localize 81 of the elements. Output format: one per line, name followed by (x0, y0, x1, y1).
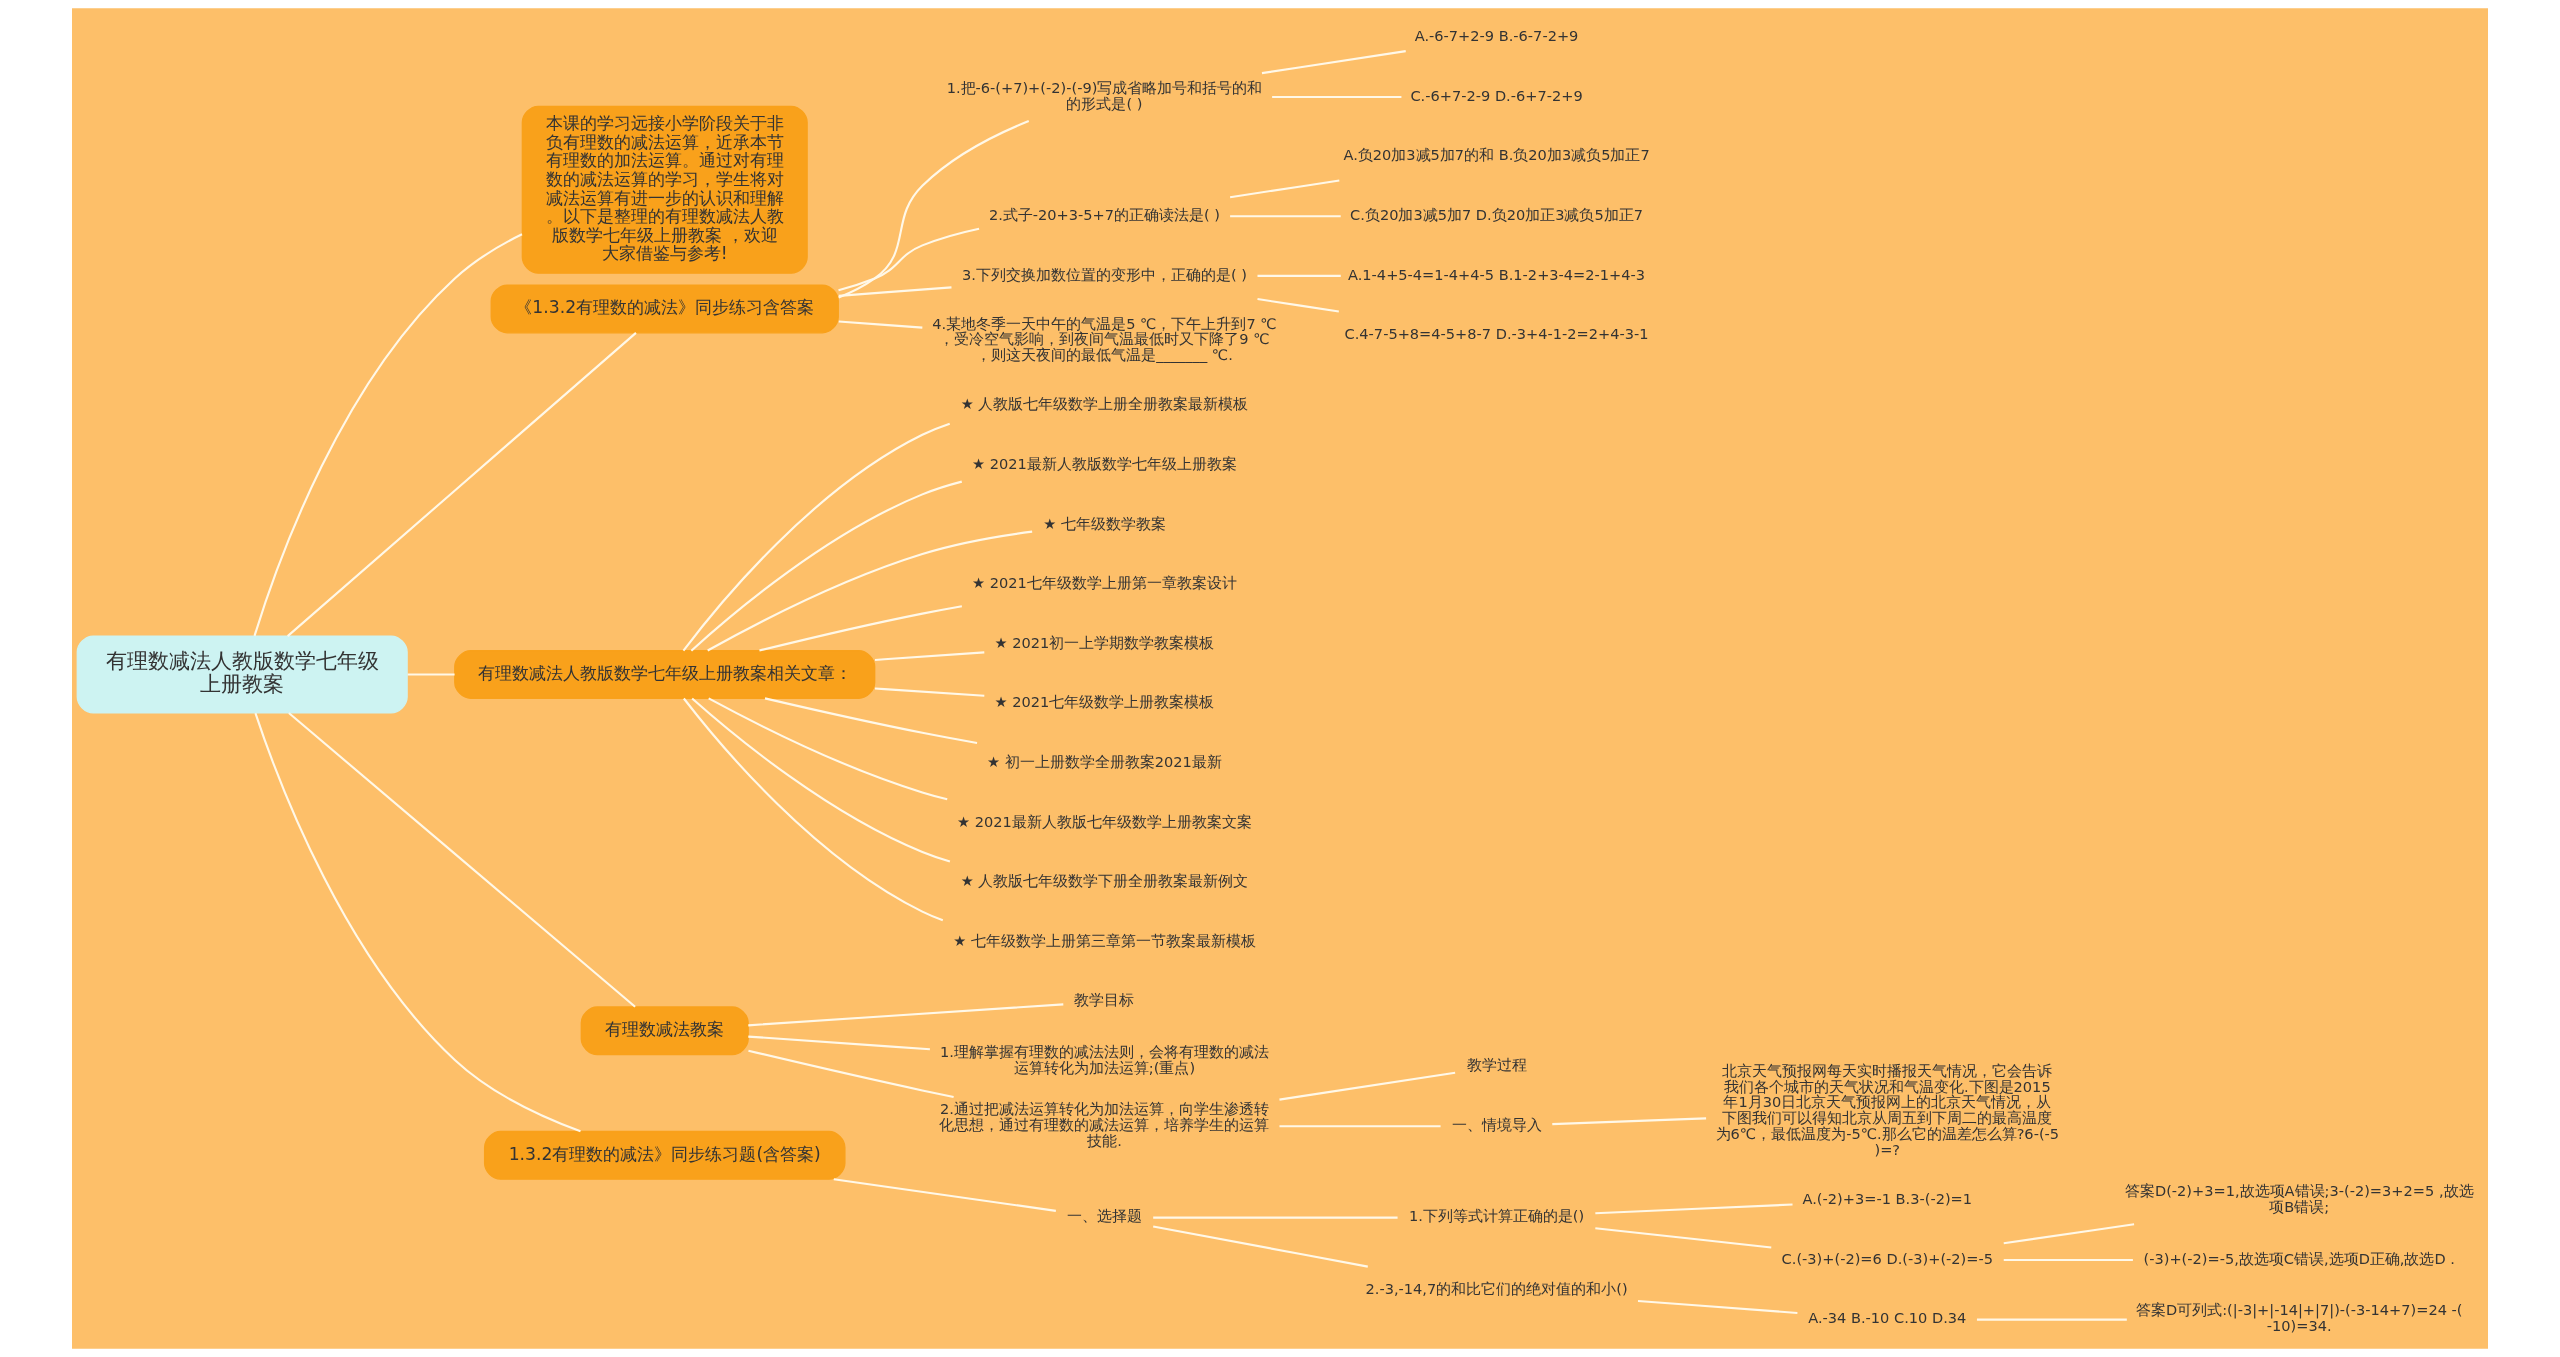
connector (874, 687, 985, 697)
connector (838, 120, 1030, 299)
node-text: 教学目标 (1074, 991, 1135, 1009)
node-text: C.(-3)+(-2)=6 D.(-3)+(-2)=-5 (1781, 1249, 1994, 1267)
connector (254, 712, 581, 1133)
node-box: 有理数减法人教版数学七年级上册教案 (76, 635, 408, 714)
node-text: A.-34 B.-10 C.10 D.34 (1808, 1309, 1967, 1327)
connector (2003, 1258, 2133, 1262)
node-text: 2.-3,-14,7的和比它们的绝对值的和小() (1365, 1280, 1628, 1298)
node-text: 一、情境导入 (1451, 1115, 1542, 1133)
connector (1272, 95, 1402, 99)
node-text: 3.下列交换加数位置的变形中，正确的是( ) (962, 265, 1247, 283)
connector (1153, 1225, 1368, 1268)
node-text: (-3)+(-2)=-5,故选项C错误,选项D正确,故选D . (2143, 1249, 2455, 1267)
connector (748, 1049, 954, 1099)
connector (874, 651, 985, 662)
node-text: ★ 2021初一上学期数学教案模板 (994, 633, 1215, 651)
node-text: ★ 人教版七年级数学下册全册教案最新例文 (960, 872, 1249, 890)
connector (1637, 1299, 1798, 1314)
connector (759, 605, 963, 652)
connector (1595, 1203, 1793, 1215)
connector (690, 480, 963, 652)
connector (1261, 50, 1406, 75)
node-text: 4.某地冬季一天中午的气温是5 ℃，下午上升到7 ℃，受冷空气影响，到夜间气温最低时又下降了9 ℃，则这天夜间的最低气温是_______ ℃. (932, 314, 1277, 364)
node-text: 1.理解掌握有理数的减法法则，会将有理数的减法运算转化为加法运算;(重点) (940, 1043, 1269, 1076)
node-box: 1.3.2有理数的减法》同步练习题(含答案) (483, 1130, 846, 1180)
connector (1257, 298, 1339, 313)
connector (1230, 215, 1341, 218)
node-text: A.1-4+5-4=1-4+4-5 B.1-2+3-4=2-1+4-3 (1348, 265, 1646, 283)
connector (407, 673, 455, 676)
node-text: ★ 七年级数学教案 (1043, 514, 1166, 532)
connector (1595, 1227, 1772, 1249)
node-box: 有理数减法教案 (580, 1006, 749, 1056)
node-text: A.-6-7+2-9 B.-6-7-2+9 (1414, 27, 1579, 45)
node-text: 一、选择题 (1067, 1207, 1142, 1225)
node-text: ★ 2021最新人教版数学七年级上册教案 (972, 454, 1237, 472)
node-box: 有理数减法人教版数学七年级上册教案相关文章： (454, 650, 876, 700)
connector (1279, 1071, 1456, 1101)
node-text: 教学过程 (1466, 1056, 1527, 1074)
connector (1229, 179, 1340, 199)
node-text: C.负20加3减5加7 D.负20加正3减负5加正7 (1350, 205, 1644, 223)
node-text: C.-6+7-2-9 D.-6+7-2+9 (1410, 86, 1583, 104)
connector (833, 1178, 1056, 1212)
node-text: ★ 人教版七年级数学上册全册教案最新模板 (960, 395, 1249, 413)
connector (838, 320, 923, 329)
node-box: 《1.3.2有理数的减法》同步练习含答案 (490, 284, 839, 334)
connector (708, 697, 948, 801)
node-text: A.(-2)+3=-1 B.3-(-2)=1 (1802, 1190, 1973, 1208)
connector (287, 332, 637, 637)
node-text: A.负20加3减5加7的和 B.负20加3减负5加正7 (1343, 146, 1650, 164)
connector (683, 697, 944, 922)
node-box: 本课的学习远接小学阶段关于非负有理数的减法运算，近承本节有理数的加法运算。通过对有理数的减法运算的学习，学生将对减法运算有进一步的认识和理解。以下是整理的有理数减法人教版数学七年级上册教案 ，欢迎大家借鉴与参考! (521, 105, 808, 274)
connector (288, 712, 636, 1008)
node-text: 1.下列等式计算正确的是() (1408, 1207, 1585, 1225)
node-text: ★ 初一上册数学全册教案2021最新 (987, 752, 1222, 770)
connector (838, 227, 980, 292)
connector (1153, 1216, 1398, 1219)
node-text: ★ 七年级数学上册第三章第一节教案最新模板 (953, 931, 1256, 949)
connector (682, 422, 951, 652)
node-text: 1.把-6-(+7)+(-2)-(-9)写成省略加号和括号的和的形式是( ) (946, 78, 1263, 112)
connector (764, 697, 978, 744)
connector (691, 697, 951, 863)
node-text: 答案D可列式:(|-3|+|-14|+|7|)-(-3-14+7)=24 -(-10)=34. (2135, 1301, 2463, 1335)
connector (748, 1035, 930, 1051)
connector (838, 286, 952, 297)
connector (2003, 1223, 2135, 1245)
connector (1279, 1125, 1441, 1128)
connector (748, 1003, 1064, 1027)
node-text: ★ 2021最新人教版七年级数学上册教案文案 (957, 812, 1252, 830)
node-text: 北京天气预报网每天实时播报天气情况，它会告诉我们各个城市的天气状况和气温变化.下图是2015年1月30日北京天气预报网上的北京天气情况，从下图我们可以得知北京从周五到下周二的最高温度为6℃，最低温度为-5℃.那么它的温差怎么算?6-(-5)=? (1715, 1061, 2060, 1159)
node-text: 2.通过把减法运算转化为加法运算，向学生渗透转化思想，通过有理数的减法运算，培养学生的运算技能. (939, 1100, 1270, 1149)
node-text: ★ 2021七年级数学上册第一章教案设计 (972, 574, 1237, 592)
node-text: C.4-7-5+8=4-5+8-7 D.-3+4-1-2=2+4-3-1 (1344, 325, 1649, 343)
node-text: 2.式子-20+3-5+7的正确读法是( ) (988, 205, 1221, 223)
connector (707, 530, 1033, 652)
connector (253, 233, 523, 637)
connector (1552, 1117, 1707, 1126)
connector (1976, 1318, 2127, 1321)
node-text: 答案D(-2)+3=1,故选项A错误;3-(-2)=3+2=5 ,故选项B错误; (2124, 1182, 2474, 1216)
connector (1257, 274, 1341, 277)
node-text: ★ 2021七年级数学上册教案模板 (994, 693, 1215, 711)
